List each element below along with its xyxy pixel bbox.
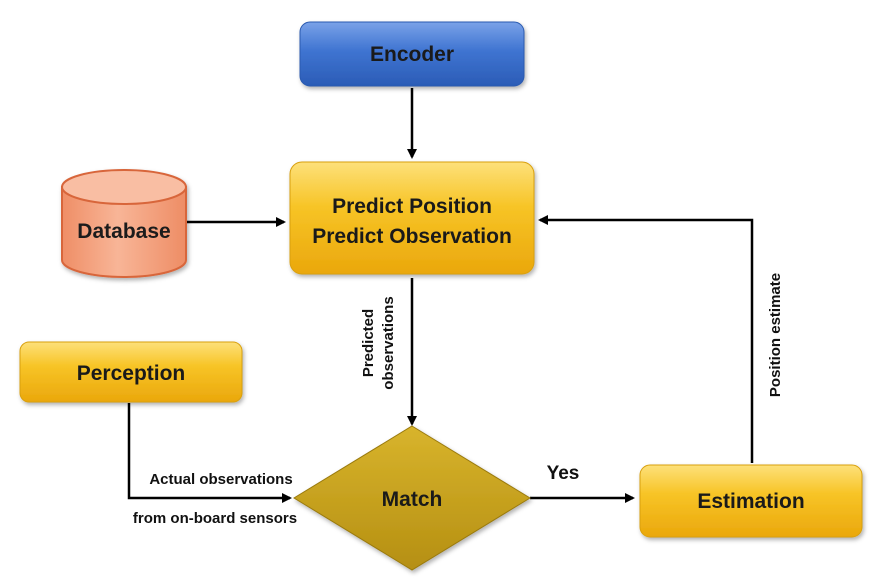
- arrow-perception-to-match: [127, 403, 292, 503]
- predict-node: Predict Position Predict Observation: [289, 161, 535, 275]
- predicted-observations-label-line1: Predicted: [360, 309, 377, 377]
- yes-label: Yes: [547, 463, 580, 484]
- database-node: Database: [61, 169, 187, 278]
- database-label: Database: [77, 220, 170, 243]
- predicted-observations-label-line2: observations: [380, 296, 397, 389]
- estimation-node: Estimation: [639, 464, 863, 538]
- match-label: Match: [382, 488, 443, 511]
- predict-label-line2: Predict Observation: [312, 225, 512, 248]
- arrow-estimation-to-predict: [538, 215, 754, 463]
- predict-box: [289, 161, 535, 275]
- encoder-node: Encoder: [299, 21, 525, 87]
- position-estimate-label: Position estimate: [767, 273, 784, 397]
- perception-box: [19, 341, 243, 403]
- encoder-label: Encoder: [370, 43, 454, 66]
- match-diamond: [293, 425, 531, 571]
- edges: [127, 88, 754, 503]
- actual-observations-label-line2: from on-board sensors: [133, 510, 297, 527]
- actual-observations-label-line1: Actual observations: [149, 471, 292, 488]
- predict-label-line1: Predict Position: [332, 195, 492, 218]
- perception-label: Perception: [77, 362, 186, 385]
- database-cylinder-body: [61, 186, 187, 278]
- estimation-label: Estimation: [697, 490, 804, 513]
- encoder-box: [299, 21, 525, 87]
- match-node: Match: [293, 425, 531, 571]
- estimation-box: [639, 464, 863, 538]
- database-cylinder-top: [61, 169, 187, 205]
- perception-node: Perception: [19, 341, 243, 403]
